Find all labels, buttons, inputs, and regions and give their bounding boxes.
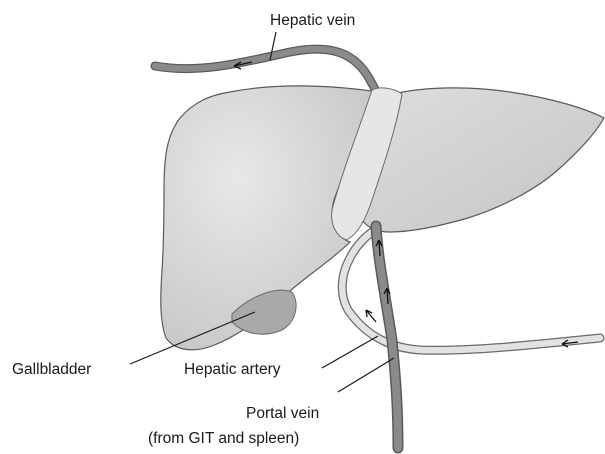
hepatic-artery-arrow-left	[366, 310, 376, 322]
portal-vein-leader	[338, 358, 394, 392]
hepatic-artery-leader	[322, 336, 378, 368]
portal-vein-source-label: (from GIT and spleen)	[148, 430, 299, 447]
gallbladder-label: Gallbladder	[12, 361, 91, 378]
hepatic-vein-label: Hepatic vein	[270, 12, 355, 29]
portal-vein-label: Portal vein	[246, 405, 319, 422]
hepatic-artery-label: Hepatic artery	[184, 361, 281, 378]
